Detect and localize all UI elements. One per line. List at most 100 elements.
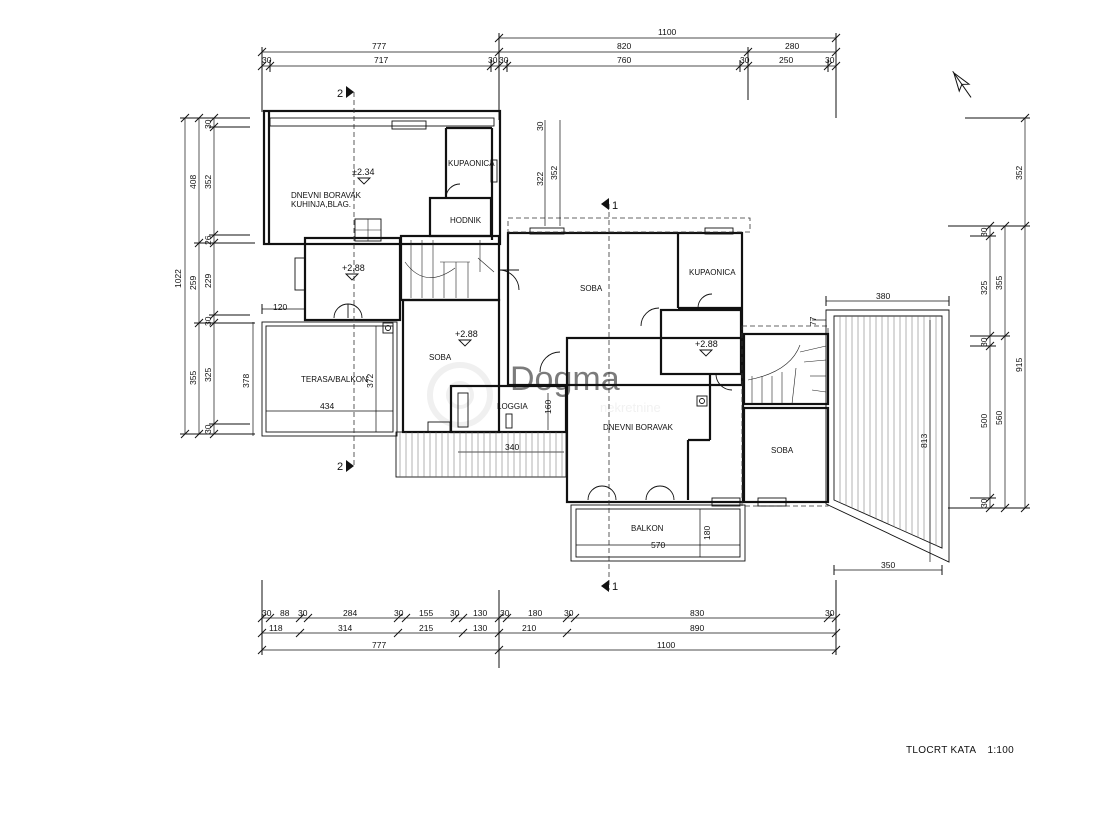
dim-bot-88: 88 — [280, 608, 290, 618]
dim-right-30a: 30 — [979, 227, 989, 237]
dim-bot-215: 215 — [419, 623, 433, 633]
dim-top-30c: 30 — [488, 55, 498, 65]
dim-top-30a: 30 — [262, 55, 272, 65]
dim-top-30f: 30 — [740, 55, 750, 65]
dim-right-325: 325 — [979, 281, 989, 295]
dim-inner-350: 350 — [881, 560, 895, 570]
room-kupaonica-1: KUPAONICA — [448, 159, 495, 168]
dim-bot-30e: 30 — [394, 608, 404, 618]
bottom-dimension-lines: 30 88 30 284 30 155 30 130 30 180 30 830… — [257, 580, 841, 668]
dim-top-820: 820 — [617, 41, 631, 51]
dim-inner-77: 77 — [808, 316, 818, 326]
level-markers: ±2.34 +2.88 +2.88 +2.88 — [342, 167, 718, 357]
dim-inner-380: 380 — [876, 291, 890, 301]
level-288-a: +2.88 — [342, 263, 365, 273]
dim-top-250: 250 — [779, 55, 793, 65]
dim-bot-314: 314 — [338, 623, 352, 633]
dim-bot-155: 155 — [419, 608, 433, 618]
watermark-logo: Dogma nekretnine — [427, 360, 661, 428]
drawing-title-scale: 1:100 — [987, 745, 1014, 756]
dim-bot-284: 284 — [343, 608, 357, 618]
level-234: ±2.34 — [352, 167, 374, 177]
dim-bot-890: 890 — [690, 623, 704, 633]
dim-bot-30m: 30 — [825, 608, 835, 618]
dim-left-26: 26 — [203, 235, 213, 245]
dim-top-30h: 30 — [825, 55, 835, 65]
dim-inner-378: 378 — [241, 374, 251, 388]
dim-inner-340: 340 — [505, 442, 519, 452]
dim-top-30d: 30 — [499, 55, 509, 65]
plan-walls — [252, 109, 950, 575]
room-kuhinja: KUHINJA,BLAG. — [291, 200, 351, 209]
room-soba-3: SOBA — [771, 446, 794, 455]
room-labels: DNEVNI BORAVAK KUHINJA,BLAG. KUPAONICA H… — [291, 159, 794, 533]
drawing-title-name: TLOCRT KATA — [906, 745, 977, 756]
dim-bot-130b: 130 — [473, 623, 487, 633]
dim-left-1022: 1022 — [173, 269, 183, 288]
drawing-title: TLOCRT KATA 1:100 — [906, 745, 1022, 756]
dim-top-777: 777 — [372, 41, 386, 51]
dim-right-30e: 30 — [979, 498, 989, 508]
dim-top-760: 760 — [617, 55, 631, 65]
room-loggia: LOGGIA — [497, 402, 528, 411]
dim-top-280: 280 — [785, 41, 799, 51]
dim-left-229: 229 — [203, 274, 213, 288]
dim-bot-30c: 30 — [298, 608, 308, 618]
left-dimension-lines: 1022 408 259 355 30 352 26 229 30 325 30 — [173, 113, 255, 439]
dim-right-352: 352 — [1014, 166, 1024, 180]
dim-inner-322: 322 — [535, 172, 545, 186]
dim-right-355: 355 — [994, 276, 1004, 290]
dim-bot-118: 118 — [269, 623, 283, 633]
section-2-bottom: 2 — [337, 461, 343, 473]
dim-right-30c: 30 — [979, 337, 989, 347]
north-arrow-icon — [952, 70, 972, 98]
room-dnevni-boravak-2: DNEVNI BORAVAK — [603, 423, 674, 432]
top-dimension-lines: 1100 777 820 280 30 717 30 30 760 30 250… — [257, 27, 841, 120]
room-hodnik: HODNIK — [450, 216, 482, 225]
dim-inner-160: 160 — [543, 400, 553, 414]
dim-bot-180: 180 — [528, 608, 542, 618]
dim-top-717: 717 — [374, 55, 388, 65]
right-dimension-lines: 352 915 30 325 30 500 30 355 560 — [948, 113, 1030, 513]
dim-inner-30: 30 — [535, 121, 545, 131]
dim-bot-30k: 30 — [564, 608, 574, 618]
dim-inner-352: 352 — [549, 166, 559, 180]
dim-left-408: 408 — [188, 175, 198, 189]
dim-bot-830: 830 — [690, 608, 704, 618]
dim-inner-813: 813 — [919, 434, 929, 448]
dim-bot-30i: 30 — [500, 608, 510, 618]
watermark-brand: Dogma — [510, 360, 620, 398]
dim-inner-434: 434 — [320, 401, 334, 411]
inner-dimensions: 30 322 352 120 378 372 434 160 340 180 5… — [241, 120, 929, 570]
dim-inner-570: 570 — [651, 540, 665, 550]
room-balkon: BALKON — [631, 524, 664, 533]
dim-left-325: 325 — [203, 368, 213, 382]
dim-bot-1100: 1100 — [657, 640, 676, 650]
section-2-top: 2 — [337, 88, 343, 100]
section-1-bottom: 1 — [612, 581, 618, 593]
level-288-c: +2.88 — [695, 339, 718, 349]
dim-right-560: 560 — [994, 411, 1004, 425]
dim-bot-130: 130 — [473, 608, 487, 618]
watermark-sub: nekretnine — [600, 400, 661, 415]
dim-left-352: 352 — [203, 175, 213, 189]
section-1-top: 1 — [612, 200, 618, 212]
room-soba-1: SOBA — [580, 284, 603, 293]
dim-left-259: 259 — [188, 276, 198, 290]
dim-left-30g: 30 — [203, 424, 213, 434]
dim-left-355: 355 — [188, 371, 198, 385]
room-kupaonica-2: KUPAONICA — [689, 268, 736, 277]
room-dnevni-boravak-1: DNEVNI BORAVAK — [291, 191, 362, 200]
dim-bot-30a: 30 — [262, 608, 272, 618]
dim-inner-120: 120 — [273, 302, 287, 312]
dim-inner-372: 372 — [365, 374, 375, 388]
dim-top-1100: 1100 — [658, 27, 677, 37]
room-terasa: TERASA/BALKON — [301, 375, 368, 384]
level-288-b: +2.88 — [455, 329, 478, 339]
dim-inner-180: 180 — [702, 526, 712, 540]
dim-left-30e: 30 — [203, 316, 213, 326]
dim-bot-777: 777 — [372, 640, 386, 650]
dim-right-915: 915 — [1014, 358, 1024, 372]
room-soba-2: SOBA — [429, 353, 452, 362]
